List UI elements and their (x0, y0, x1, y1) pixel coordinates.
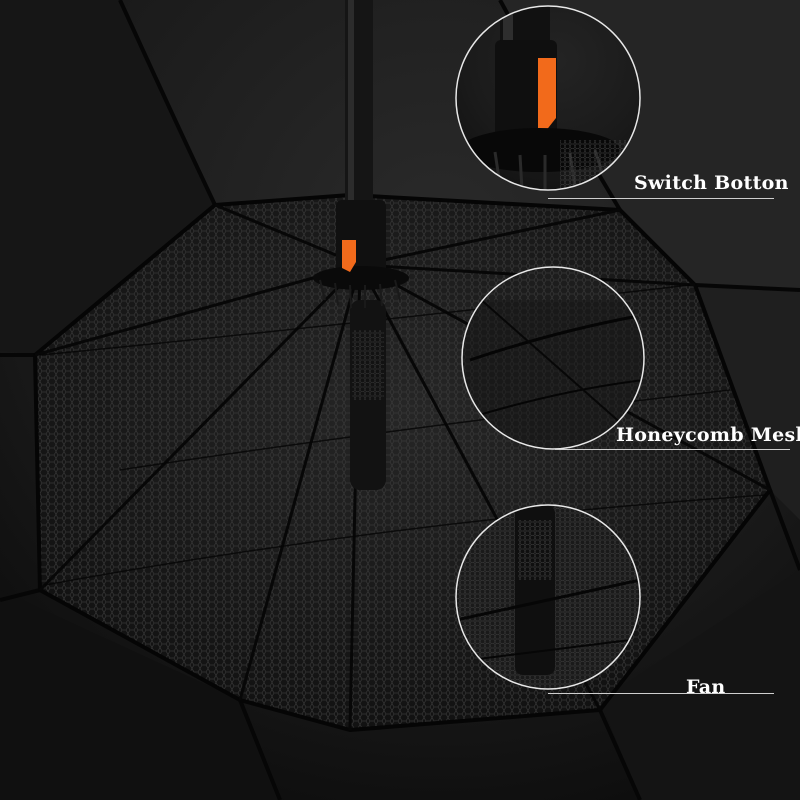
honeycomb-mesh-underline (555, 449, 790, 450)
switch-callout-circle (456, 6, 640, 190)
canopy-panel (600, 570, 800, 800)
switch-button (342, 240, 356, 272)
switch-button-label: Switch Botton (634, 172, 789, 194)
honeycomb-mesh-label: Honeycomb Mesh (616, 424, 800, 446)
canopy-panel (700, 290, 800, 520)
canopy-panel (0, 0, 215, 355)
fan-callout-ring (455, 504, 641, 690)
fan-underline (548, 693, 774, 694)
fan-label: Fan (686, 676, 726, 698)
mesh-callout-ring (461, 266, 645, 450)
switch-button-underline (548, 198, 774, 199)
canopy-panel (0, 590, 280, 800)
fan-callout-circle (456, 505, 640, 689)
mesh-callout-circle (462, 267, 644, 449)
switch-callout-ring (455, 5, 641, 191)
